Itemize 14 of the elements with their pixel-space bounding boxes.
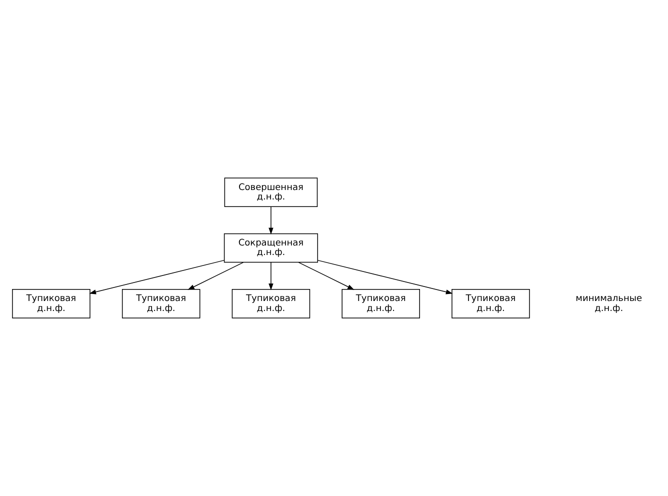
node-box: Тупиковая д.н.ф.	[122, 289, 200, 318]
node-box: Совершенная д.н.ф.	[224, 178, 318, 207]
node-box: Тупиковая д.н.ф.	[232, 289, 310, 318]
arrow	[89, 260, 224, 294]
node-box: Тупиковая д.н.ф.	[452, 289, 530, 318]
arrow	[188, 262, 244, 290]
node-box: Тупиковая д.н.ф.	[342, 289, 420, 318]
node-box: Сокращенная д.н.ф.	[224, 233, 318, 263]
label: минимальные д.н.ф.	[576, 294, 642, 314]
node-box: Тупиковая д.н.ф.	[12, 289, 90, 318]
arrow	[268, 206, 274, 235]
arrow	[317, 260, 453, 294]
arrow	[268, 262, 274, 290]
arrow	[298, 262, 354, 290]
